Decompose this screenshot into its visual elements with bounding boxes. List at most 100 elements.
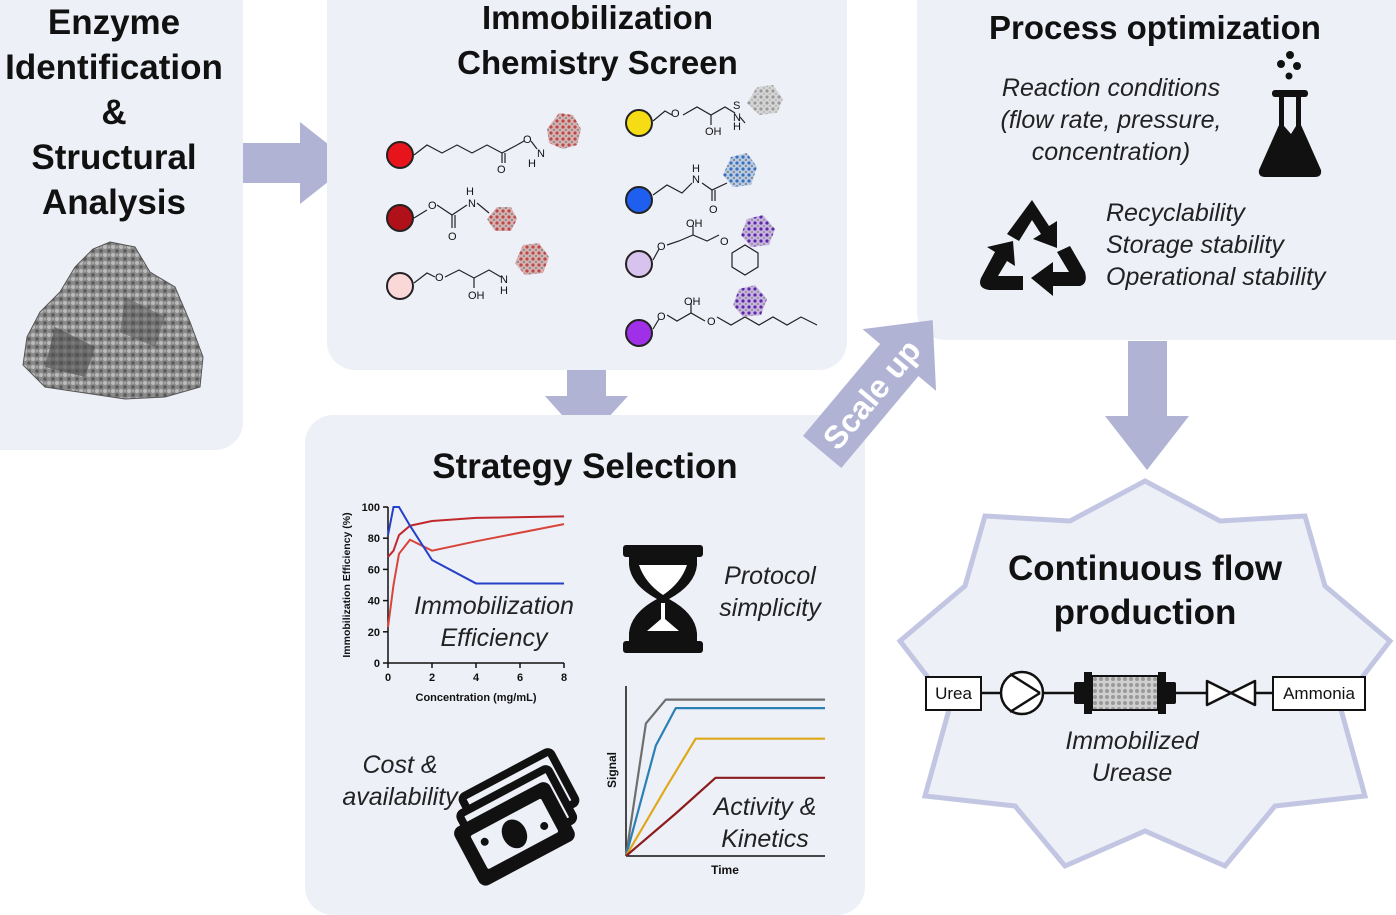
title-line: Structural — [31, 138, 197, 177]
atom-label: OH — [684, 296, 701, 308]
title-line: production — [1053, 593, 1237, 632]
x-axis-label: Time — [711, 863, 739, 877]
series-line-1 — [387, 515, 565, 558]
atom-label: H — [528, 158, 536, 170]
atom-label: O — [523, 134, 532, 146]
text-line: Recyclability — [1106, 199, 1245, 227]
activity-kinetics-label: Activity & Kinetics — [700, 791, 830, 855]
atom-label: N — [537, 148, 545, 160]
atom-label: O — [497, 164, 506, 176]
enzyme-structure-image — [22, 241, 204, 400]
linker-red — [413, 140, 538, 163]
x-tick-label: 6 — [517, 672, 523, 684]
atom-label: H — [500, 285, 508, 297]
linker-blue — [652, 182, 728, 201]
atom-label: N — [692, 174, 700, 186]
arrow-enzyme-to-chemistry — [243, 122, 352, 204]
activity-chart: Signal Time — [605, 686, 825, 877]
protocol-simplicity-text: Protocol simplicity — [710, 560, 830, 624]
atom-label: O — [709, 204, 718, 216]
immobilized-urease-label: Immobilized Urease — [1052, 725, 1212, 789]
x-tick-label: 2 — [429, 672, 435, 684]
text-line: Protocol — [724, 562, 816, 590]
title-line: Immobilization — [482, 0, 713, 36]
recycle-icon — [980, 200, 1086, 296]
atom-label: H — [733, 121, 741, 133]
scale-up-label: Scale up — [816, 332, 928, 456]
atom-label: O — [435, 272, 444, 284]
linker-pink — [413, 269, 502, 288]
protein-icon — [733, 285, 767, 317]
bead-lightpurple — [625, 250, 653, 278]
text-line: Cost & — [362, 751, 438, 779]
series-line-2 — [624, 707, 825, 857]
bead-pink — [386, 272, 414, 300]
title-line: Chemistry Screen — [457, 44, 738, 81]
atom-label: H — [692, 163, 700, 175]
valve-icon — [1205, 679, 1257, 707]
pump-icon — [999, 670, 1045, 716]
cost-availability-text: Cost & availability — [330, 749, 470, 813]
flow-schematic — [982, 670, 1272, 716]
title-line: & — [101, 93, 127, 132]
flow-title: Continuous flow production — [990, 547, 1300, 635]
flow-star-shape — [896, 478, 1394, 870]
y-axis-label: Immobilization Efficiency (%) — [341, 512, 353, 657]
atom-label: O — [428, 200, 437, 212]
atom-label: N — [733, 112, 741, 124]
text-line: Immobilization — [414, 592, 574, 620]
arrow-process-to-flow — [1105, 341, 1189, 470]
text-line: Operational stability — [1106, 263, 1326, 291]
x-tick-label: 0 — [385, 672, 391, 684]
protein-icon — [741, 215, 775, 247]
y-axis-label: Signal — [605, 752, 619, 788]
text-line: Kinetics — [721, 825, 809, 853]
series-line-3 — [625, 737, 825, 857]
bead-red — [386, 141, 414, 169]
enzyme-title: Enzyme Identification & Structural Analy… — [0, 0, 228, 225]
y-tick-label: 80 — [368, 533, 380, 545]
series-line-3 — [387, 506, 564, 585]
atom-label: OH — [468, 290, 485, 302]
flask-icon — [1258, 51, 1322, 177]
atom-label: O — [720, 236, 729, 248]
text-line: simplicity — [719, 594, 821, 622]
activity-axes — [625, 686, 825, 857]
atom-label: N — [468, 198, 476, 210]
atom-label: OH — [705, 126, 722, 138]
title-line: Analysis — [42, 183, 186, 222]
series-line-2 — [387, 523, 565, 628]
bead-blue — [625, 186, 653, 214]
arrow-chemistry-to-strategy — [545, 370, 628, 442]
urea-box: Urea — [925, 676, 982, 711]
protein-icon — [487, 207, 517, 231]
money-icon — [454, 748, 580, 886]
chemistry-structures: O O N H O O N H O OH N H O OH S N H — [386, 85, 818, 347]
text-line: concentration) — [1031, 138, 1191, 166]
atom-label: O — [671, 108, 680, 120]
chemistry-title: Immobilization Chemistry Screen — [395, 0, 800, 85]
atom-label: O — [707, 316, 716, 328]
text-line: Reaction conditions — [1001, 74, 1221, 102]
protein-icon — [547, 113, 581, 149]
x-tick-label: 4 — [473, 672, 480, 684]
series-line-4 — [625, 776, 825, 857]
atom-label: O — [657, 311, 666, 323]
linker-purple — [652, 303, 818, 330]
y-tick-label: 20 — [368, 627, 380, 639]
linker-yellow — [652, 106, 746, 125]
protein-icon — [723, 153, 757, 187]
flow-arrows — [243, 122, 1189, 470]
linker-darkred — [413, 202, 490, 228]
x-axis-label: Concentration (mg/mL) — [416, 692, 537, 704]
hourglass-icon — [623, 545, 703, 653]
atom-label: O — [448, 231, 457, 243]
protein-icon — [747, 85, 783, 115]
protein-icon — [515, 243, 549, 275]
title-line: Enzyme — [47, 3, 181, 42]
linker-lightpurple — [652, 226, 759, 276]
process-title: Process optimization — [989, 9, 1321, 46]
packed-bed-reactor-icon — [1074, 672, 1176, 714]
reaction-conditions-text: Reaction conditions (flow rate, pressure… — [975, 72, 1247, 168]
